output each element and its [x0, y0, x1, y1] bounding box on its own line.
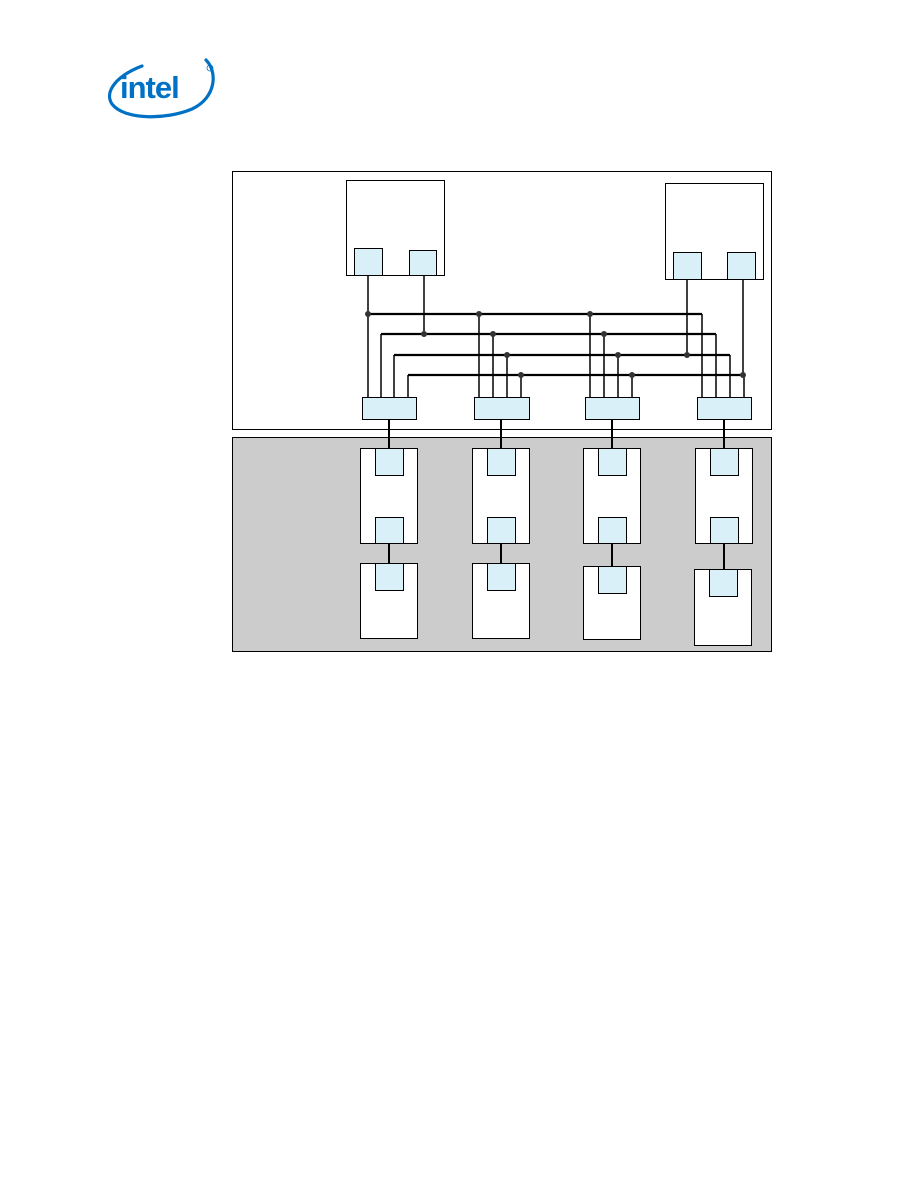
- host-port: [354, 248, 383, 276]
- tap-dot: [629, 372, 635, 378]
- tap-dot: [365, 311, 371, 317]
- tap-dot: [490, 331, 496, 337]
- intel-swirl-icon: [108, 58, 215, 119]
- device-port: [598, 566, 627, 594]
- switch: [585, 397, 640, 420]
- tap-dot: [587, 311, 593, 317]
- host-port: [673, 252, 702, 280]
- device-port: [487, 563, 516, 591]
- device-port: [375, 563, 404, 591]
- device-port: [598, 448, 627, 476]
- host-port: [409, 250, 437, 276]
- tap-dot: [684, 352, 690, 358]
- device-port: [598, 517, 627, 544]
- device-port: [375, 517, 404, 544]
- device-port: [709, 569, 738, 597]
- tap-dot: [504, 352, 510, 358]
- host-port: [727, 252, 756, 280]
- device-port: [710, 448, 739, 476]
- registered-mark-icon: [206, 64, 214, 72]
- tap-dot: [476, 311, 482, 317]
- tap-dot: [518, 372, 524, 378]
- device-port: [375, 448, 404, 476]
- switch: [697, 397, 752, 420]
- intel-logo: intel: [108, 58, 215, 119]
- intel-wordmark: intel: [120, 70, 179, 105]
- tap-dot: [740, 372, 746, 378]
- tap-dot: [601, 331, 607, 337]
- tap-dot: [615, 352, 621, 358]
- switch: [362, 397, 417, 420]
- device-port: [710, 517, 739, 544]
- switch: [474, 397, 530, 420]
- tap-dot: [421, 331, 427, 337]
- device-port: [487, 448, 516, 476]
- device-port: [487, 517, 516, 544]
